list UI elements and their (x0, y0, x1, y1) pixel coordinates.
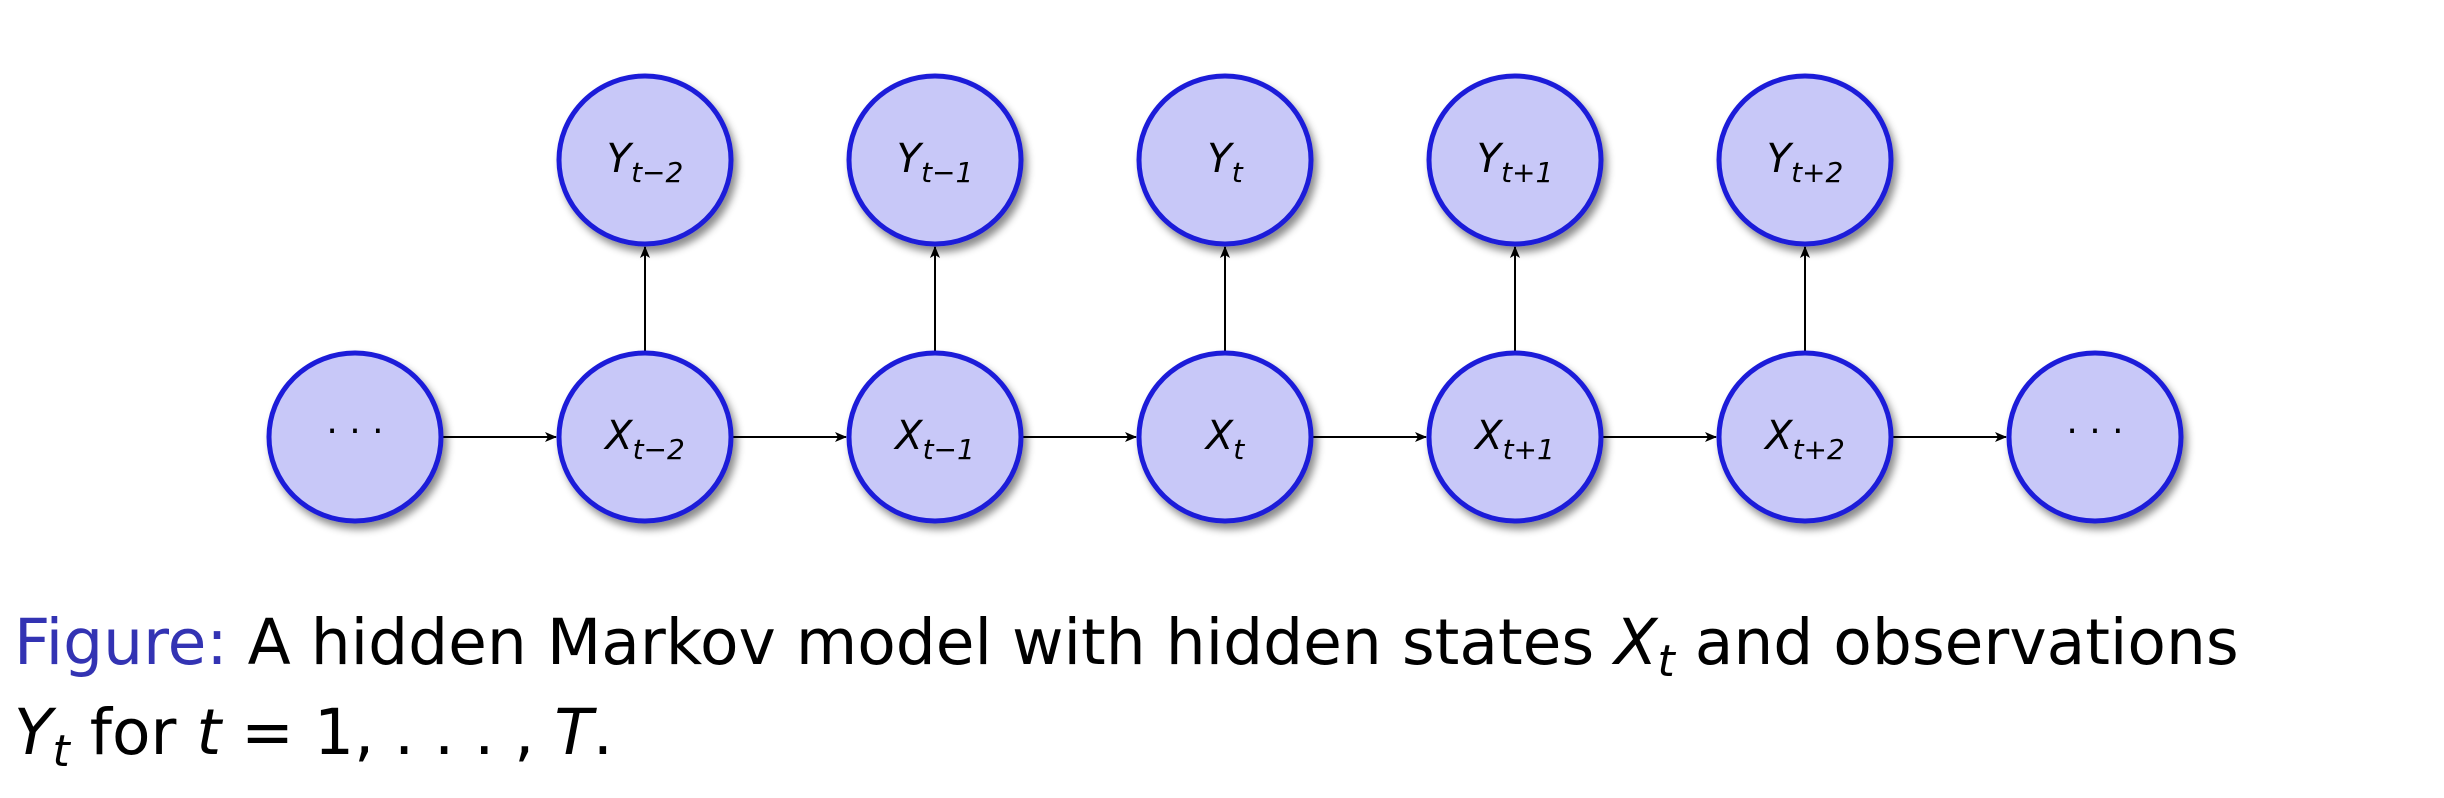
state-node-label-sub: t−2 (633, 433, 685, 466)
caption-x-var: Xt (1614, 606, 1674, 684)
state-node: Xt (1136, 350, 1314, 524)
caption-text-3: for (89, 696, 177, 769)
state-node: Xt−1 (846, 350, 1024, 524)
caption-y-var: Yt (14, 696, 70, 774)
observation-node-circle (1136, 73, 1314, 247)
state-node-label-base: X (1763, 413, 1794, 459)
state-node: Xt+2 (1716, 350, 1894, 524)
state-node: Xt−2 (556, 350, 734, 524)
caption-text-4: = 1, . . . , (241, 696, 535, 769)
state-node-circle (556, 350, 734, 524)
observation-node-label: Yt (1207, 136, 1243, 189)
caption-y-sub: t (52, 726, 70, 777)
observation-node-label-sub: t+2 (1791, 156, 1843, 189)
observation-node-label-sub: t+1 (1501, 156, 1553, 189)
ellipsis-node-left-label: · · · (326, 411, 383, 452)
observation-node-circle (1426, 73, 1604, 247)
observation-node: Yt−1 (846, 73, 1024, 247)
observation-node: Yt−2 (556, 73, 734, 247)
observation-node-label-sub: t (1232, 156, 1244, 189)
edges-layer (443, 246, 2007, 442)
state-node-label-base: X (1204, 413, 1235, 459)
state-node-label-sub: t+1 (1503, 433, 1555, 466)
state-node-circle (1426, 350, 1604, 524)
observation-node-label: Yt+1 (1477, 136, 1554, 189)
state-node-label-base: X (893, 413, 924, 459)
ellipsis-node-left: · · · (266, 350, 444, 524)
state-node-label-base: X (1473, 413, 1504, 459)
state-node-circle (846, 350, 1024, 524)
observation-node-label-base: Y (607, 136, 635, 182)
observation-node-label-base: Y (1477, 136, 1505, 182)
state-node-label: Xt−1 (893, 413, 975, 466)
caption-text-2: and observations (1694, 606, 2239, 679)
figure-label: Figure: (14, 606, 228, 679)
state-node-label: Xt+1 (1473, 413, 1555, 466)
state-node-label-base: X (603, 413, 634, 459)
caption-text-5: . (592, 696, 613, 769)
state-node-label: Xt (1204, 413, 1245, 466)
state-node: Xt+1 (1426, 350, 1604, 524)
ellipsis-node-right-label: · · · (2066, 411, 2123, 452)
caption-T-var: T (554, 696, 593, 769)
state-node-label: Xt−2 (603, 413, 685, 466)
state-node-label-sub: t+2 (1793, 433, 1845, 466)
observation-node-label-base: Y (1207, 136, 1235, 182)
observation-node: Yt+1 (1426, 73, 1604, 247)
caption-t-var: t (196, 696, 222, 769)
caption-x-base: X (1614, 606, 1658, 679)
observation-node-label: Yt−1 (897, 136, 974, 189)
caption-x-sub: t (1657, 636, 1675, 687)
figure-caption: Figure: A hidden Markov model with hidde… (14, 598, 2434, 778)
state-node-label: Xt+2 (1763, 413, 1845, 466)
ellipsis-node-left-circle (266, 350, 444, 524)
observation-node-label-sub: t−2 (631, 156, 683, 189)
observation-node-circle (556, 73, 734, 247)
caption-text-1: A hidden Markov model with hidden states (247, 606, 1595, 679)
observation-node: Yt (1136, 73, 1314, 247)
hmm-diagram: · · ·Yt−2Xt−2Yt−1Xt−1YtXtYt+1Xt+1Yt+2Xt+… (266, 73, 2184, 524)
observation-node-label: Yt−2 (607, 136, 684, 189)
observation-node-label-base: Y (1767, 136, 1795, 182)
observation-node-label-sub: t−1 (921, 156, 973, 189)
caption-y-base: Y (14, 696, 53, 769)
state-node-label-sub: t−1 (923, 433, 975, 466)
observation-node-circle (846, 73, 1024, 247)
ellipsis-node-right: · · · (2006, 350, 2184, 524)
observation-node: Yt+2 (1716, 73, 1894, 247)
observation-node-label: Yt+2 (1767, 136, 1844, 189)
observation-node-circle (1716, 73, 1894, 247)
state-node-circle (1716, 350, 1894, 524)
observation-node-label-base: Y (897, 136, 925, 182)
state-node-label-sub: t (1233, 433, 1245, 466)
ellipsis-node-right-circle (2006, 350, 2184, 524)
state-node-circle (1136, 350, 1314, 524)
nodes-layer: · · ·Yt−2Xt−2Yt−1Xt−1YtXtYt+1Xt+1Yt+2Xt+… (266, 73, 2184, 524)
